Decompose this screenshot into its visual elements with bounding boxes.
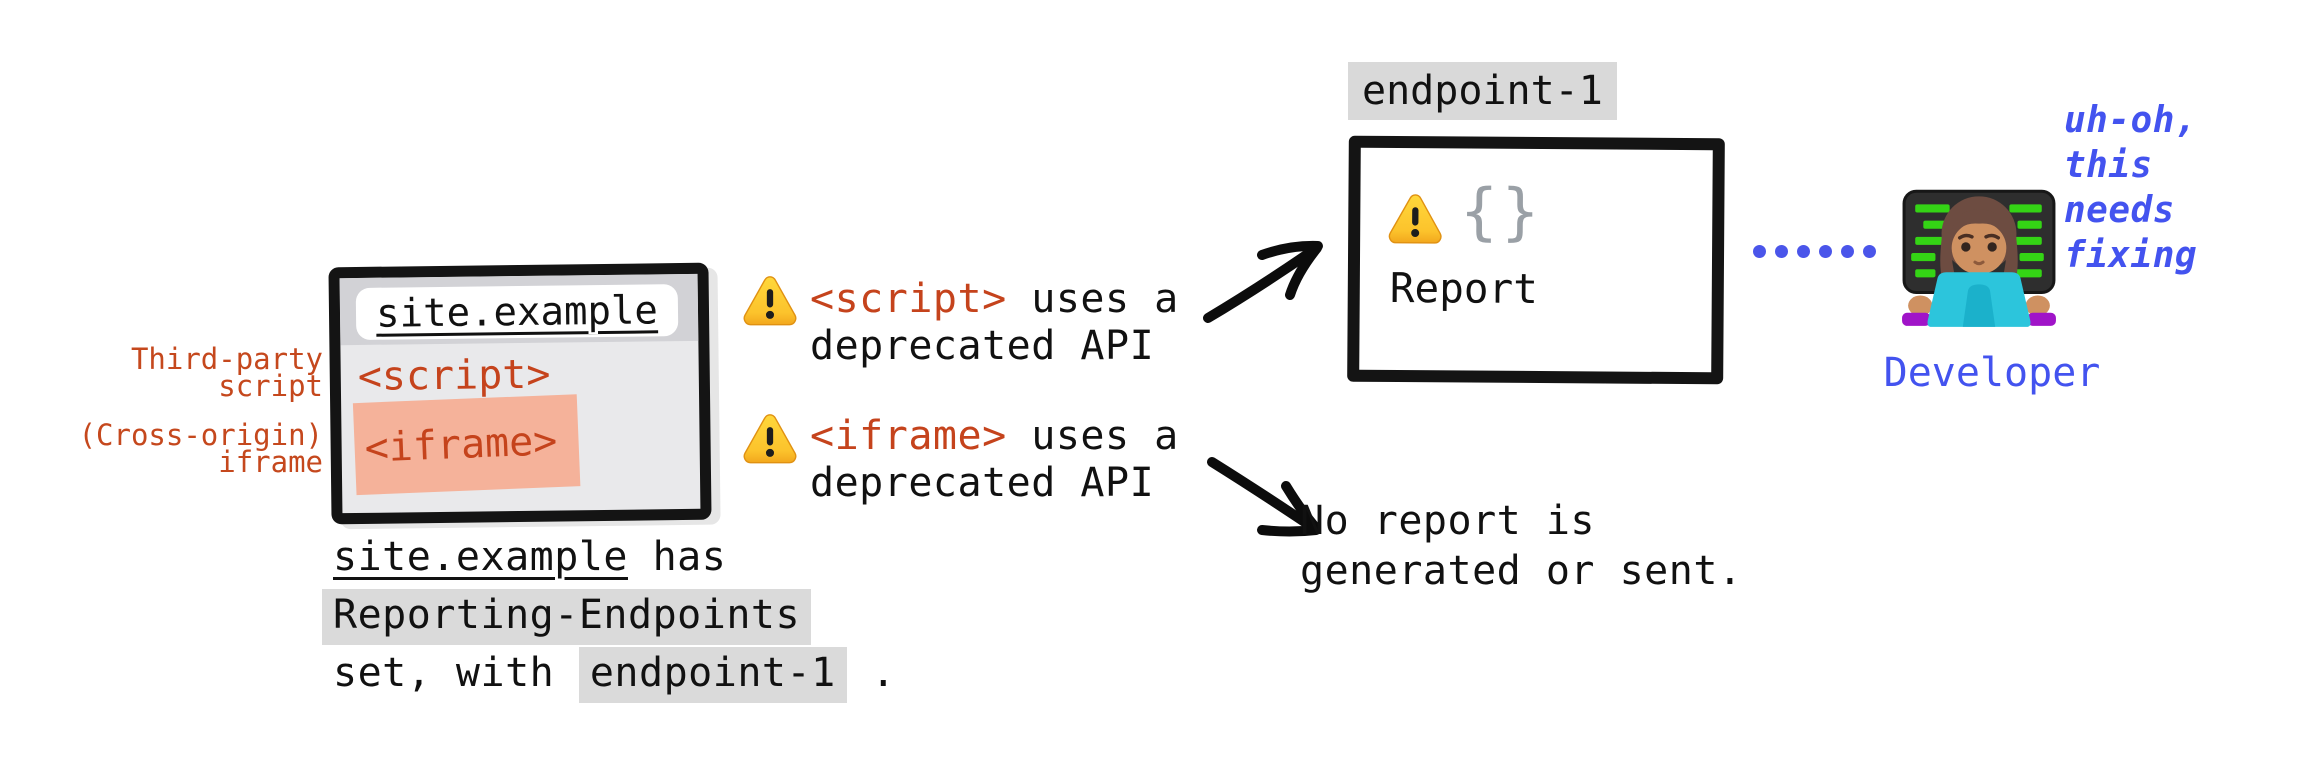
arrow-down-right-icon: [1207, 457, 1321, 537]
dot: [1841, 245, 1854, 258]
iframe-warning-line2: deprecated API: [810, 460, 1155, 506]
browser-window: site.example <script> <iframe>: [328, 262, 712, 525]
caption: site.example has Reporting-Endpoints set…: [322, 528, 896, 703]
warning-triangle-icon: [1388, 194, 1442, 244]
script-warning-text: <script> uses a deprecated API: [810, 276, 1179, 370]
no-report-text: No report is generated or sent.: [1300, 498, 1743, 594]
report-box: {} Report: [1347, 135, 1725, 385]
dot: [1753, 245, 1766, 258]
dotted-line-connector: [1753, 245, 1876, 258]
iframe-highlight: <iframe>: [352, 394, 581, 496]
dot: [1775, 245, 1788, 258]
iframe-warning-text: <iframe> uses a deprecated API: [810, 413, 1179, 507]
label-cross-origin-iframe: (Cross-origin) iframe: [78, 418, 323, 479]
caption-endpoint-chip: endpoint-1: [578, 647, 847, 703]
caption-header-chip: Reporting-Endpoints: [322, 589, 812, 645]
dot: [1863, 245, 1876, 258]
script-tag-label: <script>: [357, 351, 551, 400]
caption-line3: set, with endpoint-1 .: [333, 644, 896, 703]
caption-line1: site.example has: [333, 534, 727, 580]
address-bar: site.example: [355, 284, 679, 340]
warning-triangle-icon: [743, 276, 797, 326]
script-warning-line1: <script> uses a: [810, 276, 1179, 322]
json-braces: {}: [1460, 174, 1544, 249]
label-third-party-script: Third-party script: [130, 342, 323, 403]
iframe-warning-line1: <iframe> uses a: [810, 413, 1179, 459]
warning-triangle-icon: [743, 414, 797, 464]
iframe-tag-label: <iframe>: [363, 418, 559, 472]
caption-site-link: site.example: [333, 534, 628, 580]
site-url: site.example: [375, 287, 659, 337]
woman-technologist-emoji: [1902, 189, 2056, 327]
dot: [1819, 245, 1832, 258]
developer-label: Developer: [1883, 350, 2101, 396]
arrow-up-right-icon: [1203, 240, 1323, 323]
developer-thought-text: uh-oh, this needs fixing: [2064, 100, 2198, 276]
report-label: Report: [1389, 263, 1539, 314]
script-warning-line2: deprecated API: [810, 323, 1155, 369]
caption-line2: Reporting-Endpoints: [322, 586, 896, 645]
dot: [1797, 245, 1810, 258]
endpoint-chip: endpoint-1: [1348, 62, 1617, 120]
